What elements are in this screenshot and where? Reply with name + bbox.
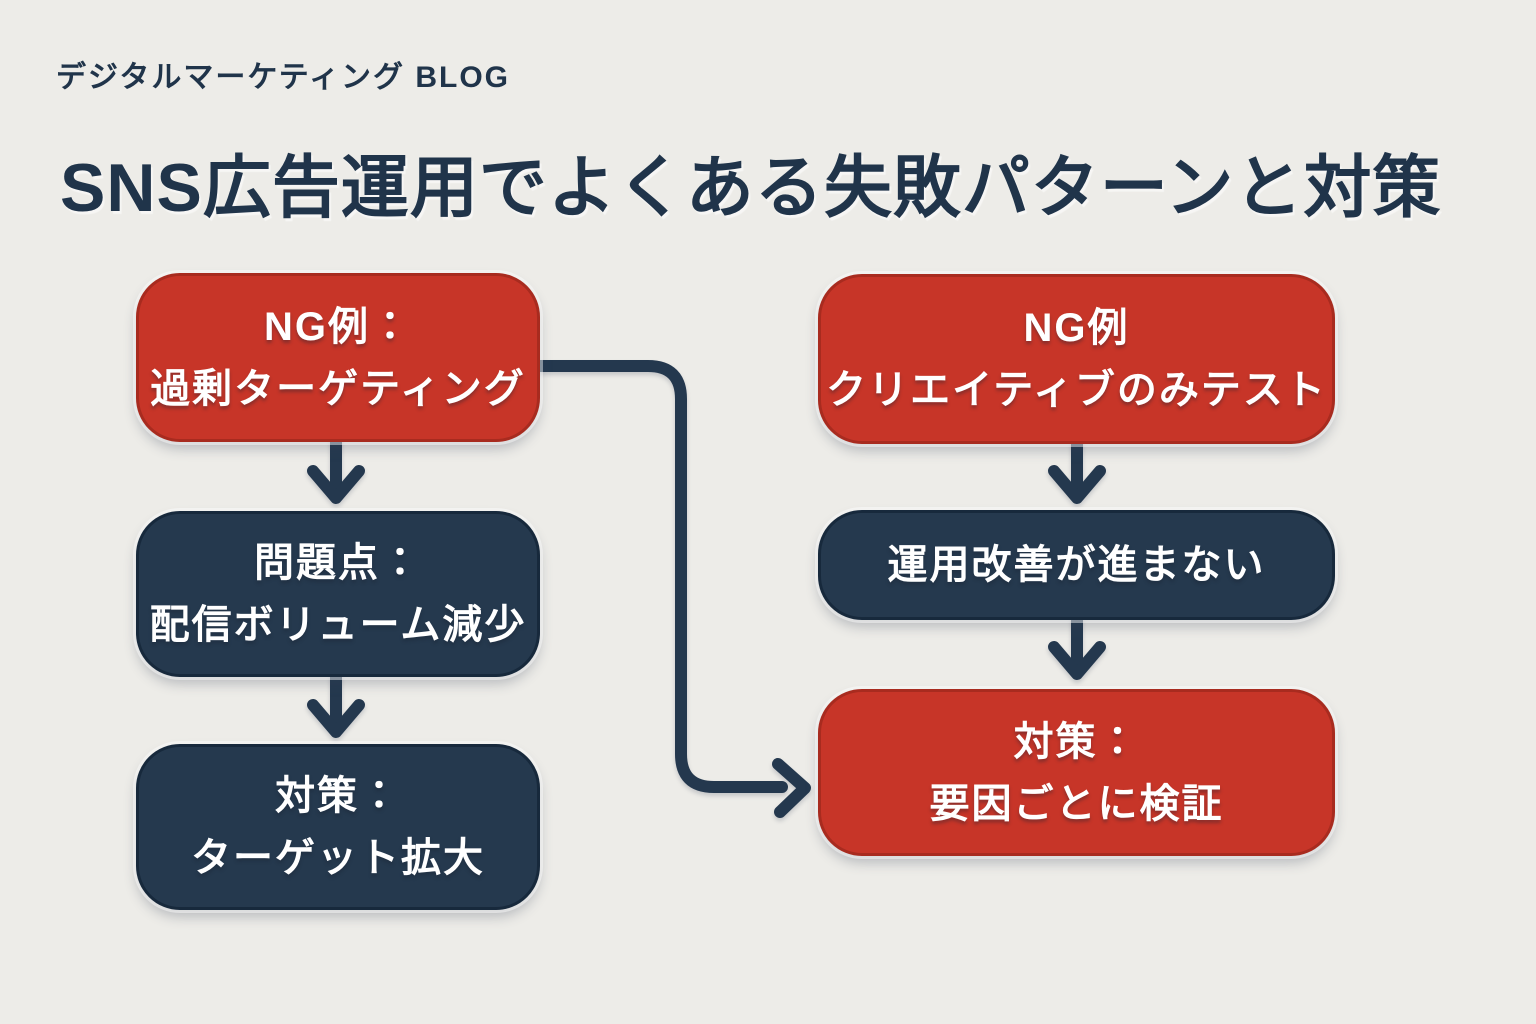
- down-arrow-icon: [1048, 610, 1106, 680]
- page-title: SNS広告運用でよくある失敗パターンと対策: [60, 150, 1442, 226]
- node-solution-verify-by-factor: 対策： 要因ごとに検証: [818, 689, 1335, 856]
- node-ng-over-targeting: NG例： 過剰ターゲティング: [136, 273, 540, 442]
- node-problem-no-improvement: 運用改善が進まない: [818, 510, 1335, 620]
- node-problem-delivery-volume: 問題点： 配信ボリューム減少: [136, 511, 540, 677]
- node-line: クリエイティブのみテスト: [826, 368, 1327, 412]
- node-line: NG例：: [264, 304, 412, 349]
- down-arrow-icon: [307, 430, 365, 504]
- node-line: 過剰ターゲティング: [150, 366, 526, 411]
- node-ng-creative-only-test: NG例 クリエイティブのみテスト: [818, 274, 1335, 444]
- node-line: 配信ボリューム減少: [149, 603, 527, 647]
- node-line: NG例: [1023, 306, 1130, 350]
- down-arrow-icon: [1048, 432, 1106, 504]
- node-line: 運用改善が進まない: [887, 543, 1266, 587]
- node-solution-expand-target: 対策： ターゲット拡大: [136, 744, 540, 910]
- node-line: 問題点：: [254, 541, 422, 585]
- blog-brand-label: デジタルマーケティング BLOG: [56, 61, 510, 94]
- down-arrow-icon: [307, 666, 365, 738]
- elbow-connector-arrow-icon: [529, 360, 811, 818]
- node-line: ターゲット拡大: [191, 836, 485, 880]
- node-line: 対策：: [1013, 719, 1140, 764]
- node-line: 要因ごとに検証: [929, 781, 1224, 826]
- node-line: 対策：: [275, 774, 401, 818]
